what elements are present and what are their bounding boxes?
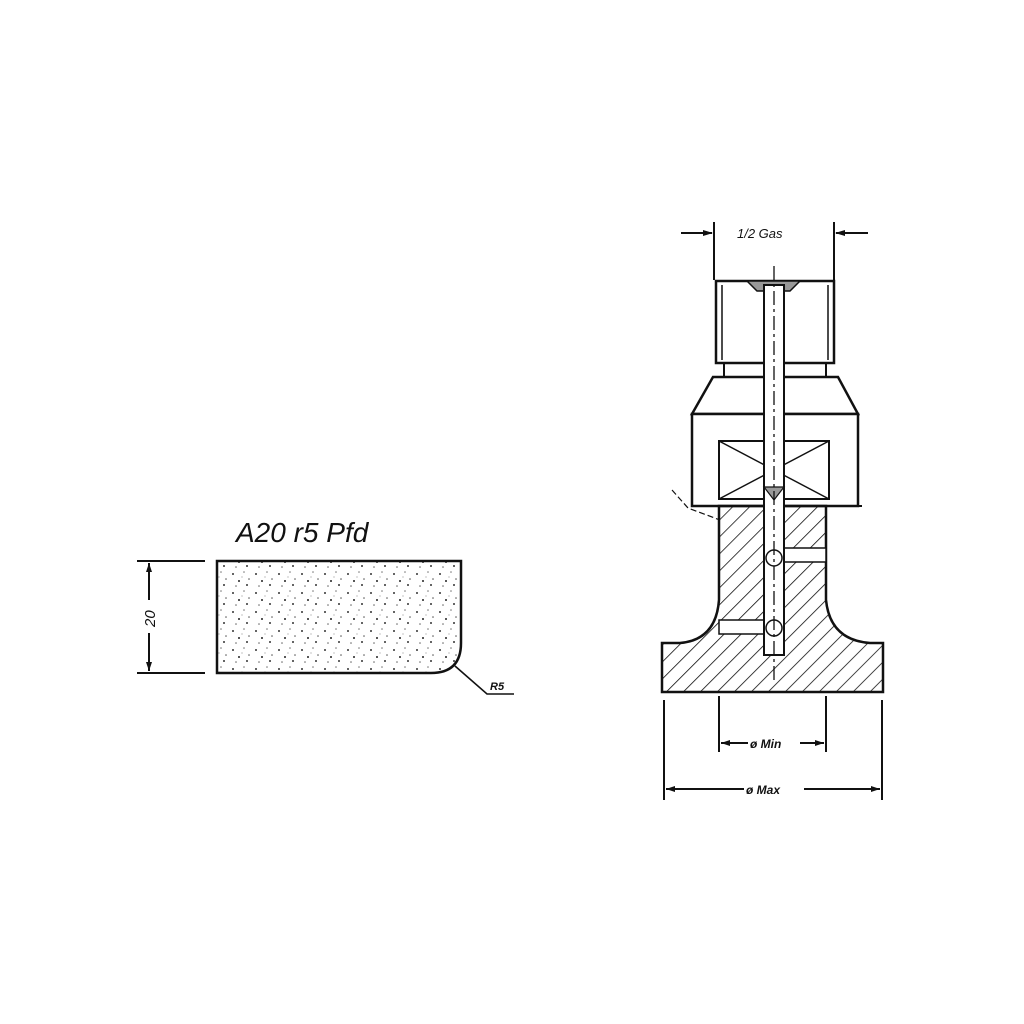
cross-hole xyxy=(783,547,827,563)
wheel-spec-title: A20 r5 Pfd xyxy=(234,517,370,548)
arrow-up-icon xyxy=(146,563,152,572)
wheel-section xyxy=(215,559,463,675)
max-diameter-label: ø Max xyxy=(746,783,781,797)
thread-label: 1/2 Gas xyxy=(737,226,783,241)
mount-section-view: 1/2 Gas ø Min xyxy=(660,222,885,800)
arrow-down-icon xyxy=(146,662,152,671)
arrow-right-icon xyxy=(703,230,713,236)
radius-label: R5 xyxy=(490,681,505,693)
cross-hole xyxy=(718,619,768,635)
radius-leader xyxy=(454,665,514,695)
height-dimension-label: 20 xyxy=(142,610,159,628)
min-diameter-label: ø Min xyxy=(750,737,781,751)
arrow-left-icon xyxy=(835,230,845,236)
wheel-profile-view: A20 r5 Pfd 20 R5 xyxy=(137,517,514,695)
